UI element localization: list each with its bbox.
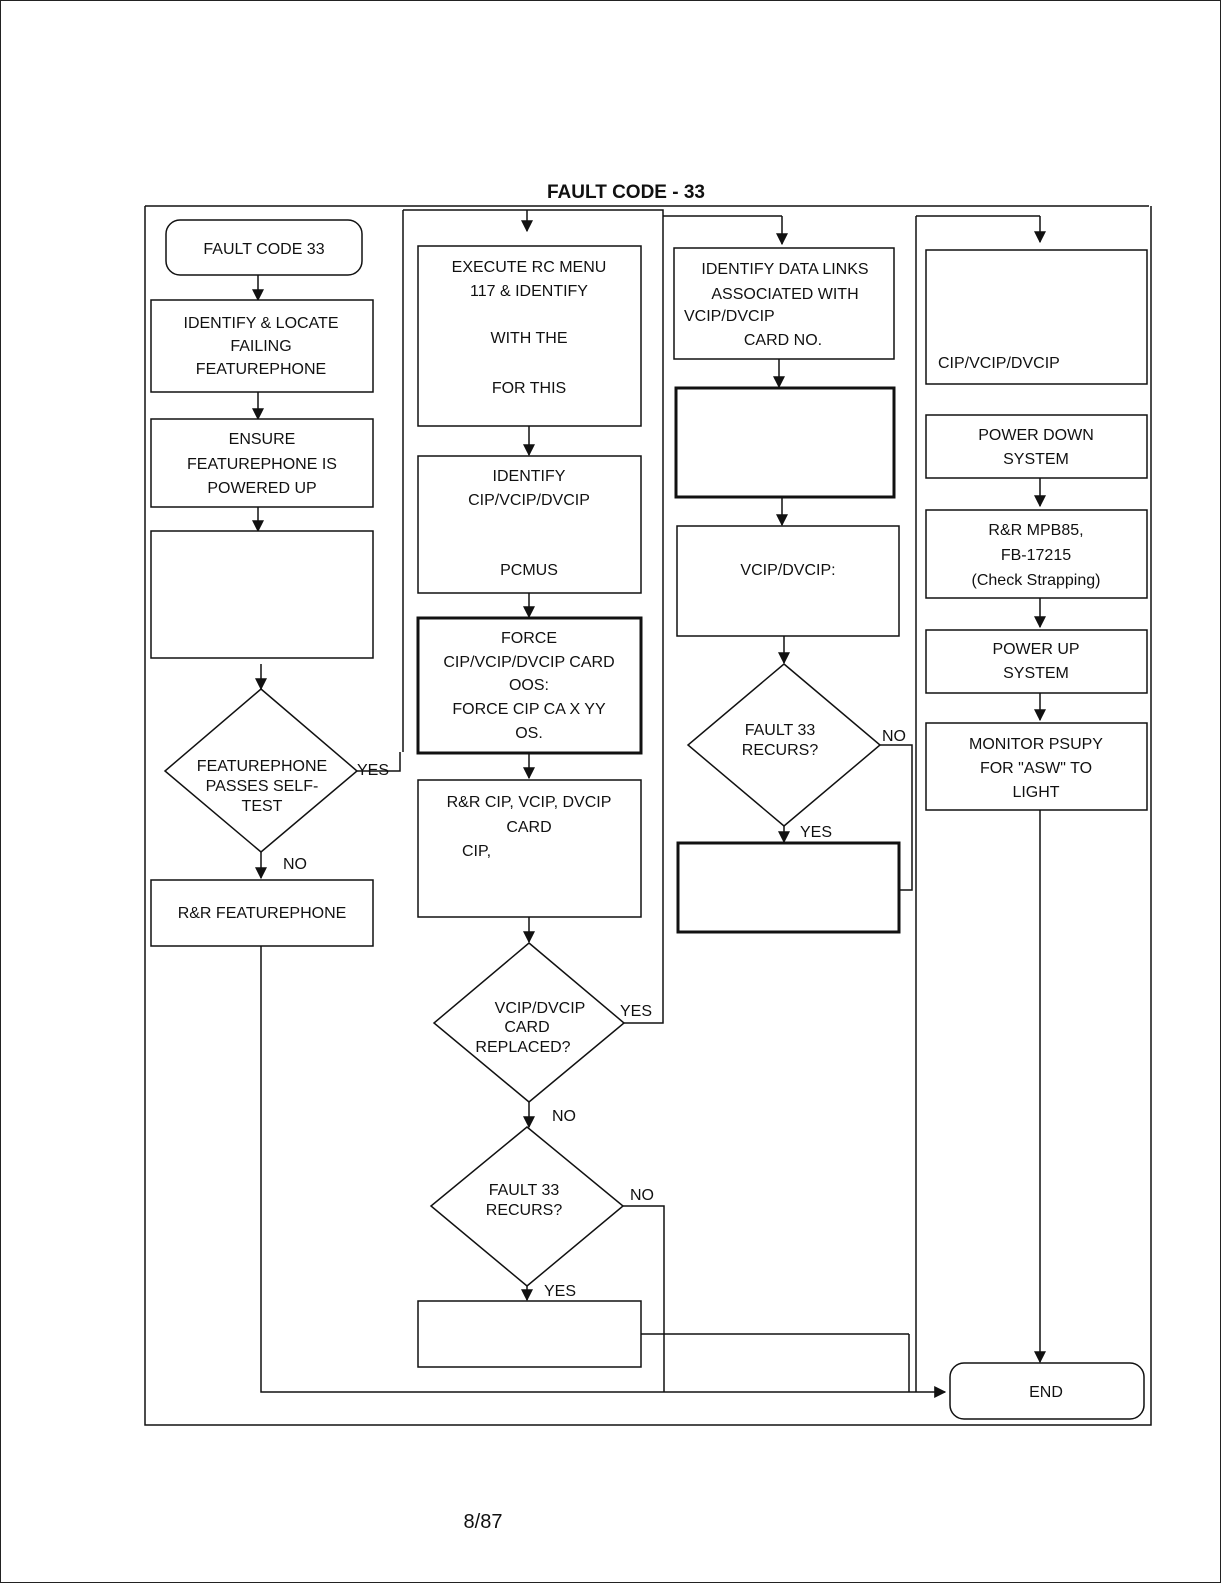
recurs-col2-line-1: FAULT 33: [489, 1182, 560, 1199]
self-test-line-1: FEATUREPHONE: [197, 758, 327, 775]
recurs-col3-line-1: FAULT 33: [745, 722, 816, 739]
card-replaced-yes-label: YES: [620, 1003, 652, 1020]
identify-card-line-1: IDENTIFY: [493, 468, 566, 485]
replace-featurephone-box: [150, 879, 374, 947]
cip-box: [925, 249, 1148, 385]
recurs-col3-line-2: RECURS?: [742, 742, 819, 759]
self-test-line-2: PASSES SELF-: [206, 778, 319, 795]
identify-links-line-1: IDENTIFY DATA LINKS: [701, 261, 868, 278]
power-down-box: [925, 414, 1148, 479]
execute-menu-box: [417, 245, 642, 427]
card-replaced-line-2: CARD: [504, 1019, 549, 1036]
replace-card-line-2: CARD: [506, 819, 551, 836]
identify-locate-line-3: FEATUREPHONE: [196, 361, 326, 378]
execute-line-4: FOR THIS: [492, 380, 566, 397]
force-line-2: CIP/VCIP/DVCIP CARD: [443, 654, 614, 671]
identify-links-line-4: CARD NO.: [744, 332, 822, 349]
execute-line-3: WITH THE: [490, 330, 567, 347]
monitor-line-1: MONITOR PSUPY: [969, 736, 1103, 753]
recurs-col2-no-label: NO: [630, 1187, 654, 1204]
replace-mpb-box: [925, 509, 1148, 599]
connector: [624, 1010, 664, 1024]
monitor-box: [925, 722, 1148, 811]
connector-to-end: [260, 946, 947, 1398]
diagram-frame: [144, 205, 1152, 1426]
force-line-4: FORCE CIP CA X YY: [452, 701, 606, 718]
ensure-powered-box: [150, 418, 374, 508]
replace-card-box: [417, 779, 642, 918]
identify-links-line-3: VCIP/DVCIP: [684, 308, 775, 325]
replace-mpb-line-3: (Check Strapping): [972, 572, 1101, 589]
force-line-3: OOS:: [509, 677, 549, 694]
power-up-line-2: SYSTEM: [1003, 665, 1069, 682]
power-down-line-2: SYSTEM: [1003, 451, 1069, 468]
blank-action-box-col2: [417, 1300, 642, 1368]
card-replaced-no-label: NO: [552, 1108, 576, 1125]
vcip-box: [676, 525, 900, 637]
power-down-line-1: POWER DOWN: [978, 427, 1094, 444]
end-label: END: [1029, 1384, 1063, 1401]
replace-mpb-line-1: R&R MPB85,: [988, 522, 1083, 539]
page-number: 8/87: [464, 1511, 503, 1533]
chart-title: FAULT CODE - 33: [547, 182, 705, 203]
force-line-1: FORCE: [501, 630, 557, 647]
connector: [357, 752, 401, 772]
identify-links-line-2: ASSOCIATED WITH: [711, 286, 858, 303]
recurs-col2-line-2: RECURS?: [486, 1202, 563, 1219]
identify-card-box: [417, 455, 642, 594]
connector: [527, 209, 664, 1010]
execute-line-1: EXECUTE RC MENU: [452, 259, 607, 276]
recurs-col2-yes-label: YES: [544, 1283, 576, 1300]
replace-card-line-3: CIP,: [462, 843, 491, 860]
cip-label: CIP/VCIP/DVCIP: [938, 355, 1060, 372]
connector: [623, 1205, 665, 1392]
self-test-no-label: NO: [283, 856, 307, 873]
connector: [915, 215, 1040, 1392]
self-test-line-3: TEST: [242, 798, 283, 815]
card-replaced-line-1: VCIP/DVCIP: [495, 1000, 586, 1017]
connector: [402, 209, 527, 752]
end-terminal: [949, 1362, 1145, 1420]
replace-card-line-1: R&R CIP, VCIP, DVCIP: [447, 794, 612, 811]
start-label: FAULT CODE 33: [203, 241, 324, 258]
blank-step-box-col3: [674, 386, 896, 499]
card-replaced-line-3: REPLACED?: [475, 1039, 570, 1056]
force-oos-box: [416, 616, 643, 755]
identify-locate-line-2: FAILING: [230, 338, 291, 355]
recurs-col3-no-label: NO: [882, 728, 906, 745]
blank-action-box-col3: [676, 841, 901, 934]
recurs-col3-yes-label: YES: [800, 824, 832, 841]
vcip-label: VCIP/DVCIP:: [740, 562, 835, 579]
identify-links-box: [673, 247, 895, 360]
connector: [880, 744, 913, 891]
blank-step-box: [150, 530, 374, 659]
execute-line-2: 117 & IDENTIFY: [470, 283, 588, 300]
monitor-line-2: FOR "ASW" TO: [980, 760, 1092, 777]
start-terminal: [165, 219, 363, 276]
power-up-box: [925, 629, 1148, 694]
identify-locate-box: [150, 299, 374, 393]
replace-mpb-line-2: FB-17215: [1001, 547, 1071, 564]
identify-locate-line-1: IDENTIFY & LOCATE: [184, 315, 339, 332]
ensure-line-1: ENSURE: [229, 431, 296, 448]
monitor-line-3: LIGHT: [1012, 784, 1059, 801]
ensure-line-3: POWERED UP: [207, 480, 316, 497]
ensure-line-2: FEATUREPHONE IS: [187, 456, 337, 473]
replace-featurephone-label: R&R FEATUREPHONE: [178, 905, 347, 922]
force-line-5: OS.: [515, 725, 543, 742]
identify-card-line-2: CIP/VCIP/DVCIP: [468, 492, 590, 509]
power-up-line-1: POWER UP: [992, 641, 1079, 658]
identify-card-line-3: PCMUS: [500, 562, 558, 579]
